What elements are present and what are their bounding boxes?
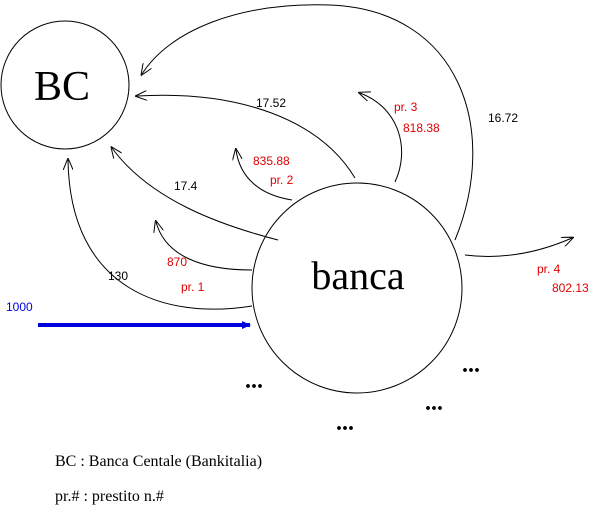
loan-arrow-1 [156,222,253,271]
flow-label-130: 130 [108,269,128,283]
ellipsis-2: ... [336,410,354,436]
flow-arrow-16-72 [142,4,474,241]
flow-label-17-52: 17.52 [256,96,286,110]
ellipsis-3: ... [425,390,443,416]
flow-label-17-4: 17.4 [174,179,198,193]
loan-arrow-4 [464,238,572,257]
loan2-value: 835.88 [253,154,290,168]
ellipsis-1: ... [245,368,263,394]
loan3-name: pr. 3 [394,100,418,114]
bc-node-circle [0,20,130,150]
injection-label: 1000 [6,300,33,314]
loan3-value: 818.38 [403,121,440,135]
flow-arrow-130 [68,160,253,310]
flow-label-16-72: 16.72 [488,111,518,125]
loan4-name: pr. 4 [537,262,561,276]
loan-arrow-3 [360,93,402,183]
loan-arrow-2 [236,150,293,201]
loan1-value: 870 [167,255,187,269]
flow-arrow-17-4 [112,148,279,241]
legend-line-bc: BC : Banca Centale (Bankitalia) [55,453,263,470]
bc-node-label: BC [34,64,90,110]
legend-line-pr: pr.# : prestito n.# [55,488,164,505]
flow-arrow-17-52 [137,95,356,179]
loan1-name: pr. 1 [181,280,205,294]
banca-node-label: banca [311,253,405,298]
loan4-value: 802.13 [552,281,589,295]
banca-node-circle [251,182,463,394]
loan2-name: pr. 2 [270,173,294,187]
ellipsis-4: ... [462,352,480,378]
